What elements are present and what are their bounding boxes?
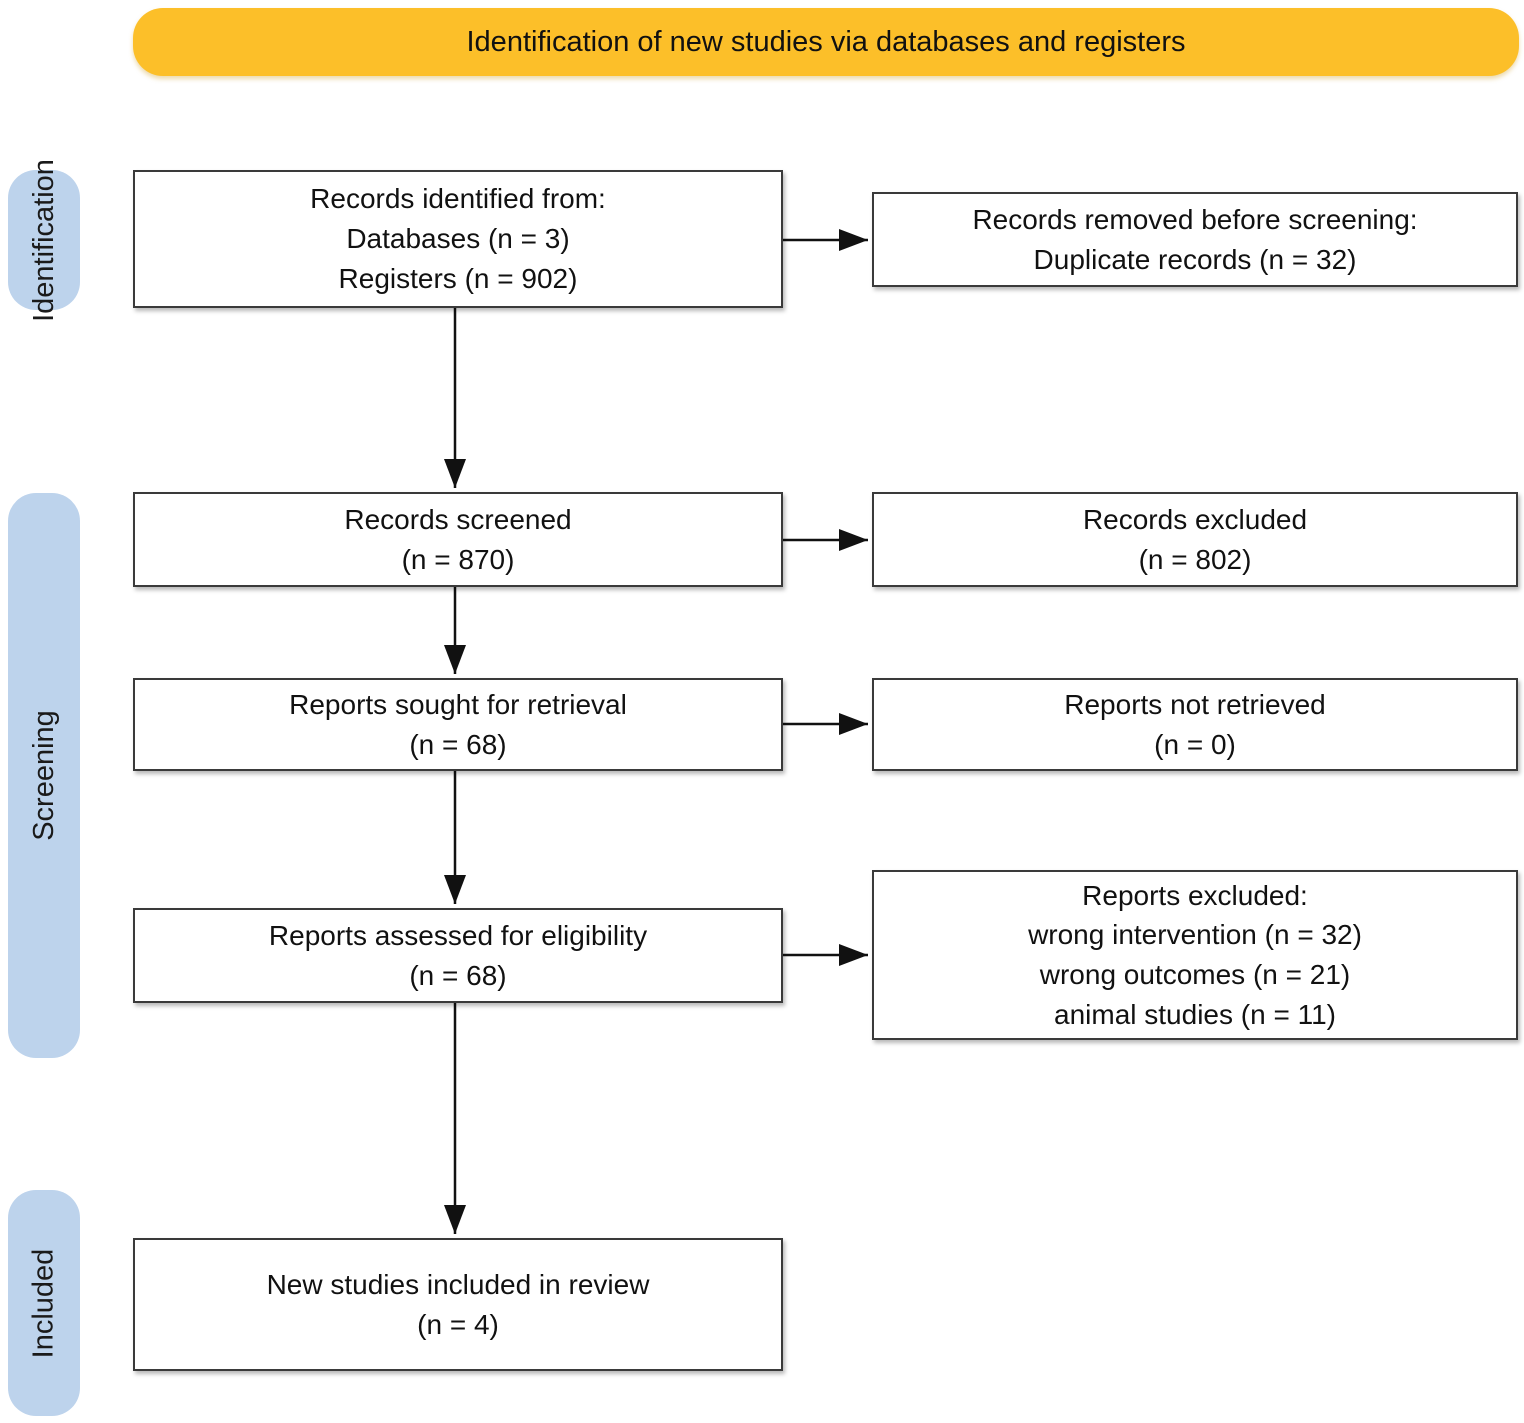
box-line: New studies included in review bbox=[266, 1268, 650, 1300]
box-line: (n = 4) bbox=[417, 1308, 499, 1340]
box-line: Reports excluded: bbox=[1082, 879, 1308, 911]
box-line: (n = 802) bbox=[1138, 543, 1252, 575]
box-new-studies-included: New studies included in review (n = 4) bbox=[133, 1238, 783, 1371]
box-line: Databases (n = 3) bbox=[346, 223, 570, 255]
box-line: (n = 68) bbox=[409, 959, 507, 991]
stage-band-screening: Screening bbox=[8, 493, 80, 1058]
box-line: Records screened bbox=[344, 503, 572, 535]
box-line: animal studies (n = 11) bbox=[1054, 998, 1336, 1030]
box-records-removed: Records removed before screening: Duplic… bbox=[872, 192, 1518, 287]
stage-band-identification: Identification bbox=[8, 159, 80, 321]
box-records-excluded: Records excluded (n = 802) bbox=[872, 492, 1518, 587]
box-line: wrong outcomes (n = 21) bbox=[1039, 959, 1351, 990]
banner-identification-of-new-studies: Identification of new studies via databa… bbox=[133, 8, 1519, 76]
box-line: Reports assessed for eligibility bbox=[268, 919, 648, 951]
box-reports-excluded: Reports excluded: wrong intervention (n … bbox=[872, 870, 1518, 1040]
box-line: Duplicate records (n = 32) bbox=[1033, 243, 1357, 275]
box-line: Reports sought for retrieval bbox=[289, 688, 627, 720]
box-reports-assessed: Reports assessed for eligibility (n = 68… bbox=[133, 908, 783, 1003]
stage-band-included: Included bbox=[8, 1190, 80, 1416]
banner-label: Identification of new studies via databa… bbox=[466, 25, 1186, 58]
box-line: Records excluded bbox=[1082, 503, 1308, 535]
box-records-screened: Records screened (n = 870) bbox=[133, 492, 783, 587]
box-line: Registers (n = 902) bbox=[338, 262, 578, 294]
stage-label-identification: Identification bbox=[27, 158, 60, 322]
stage-label-included: Included bbox=[27, 1248, 60, 1358]
box-line: Records identified from: bbox=[310, 183, 606, 215]
box-reports-not-retrieved: Reports not retrieved (n = 0) bbox=[872, 678, 1518, 771]
box-line: Records removed before screening: bbox=[972, 203, 1418, 235]
box-records-identified: Records identified from: Databases (n = … bbox=[133, 170, 783, 308]
box-line: (n = 870) bbox=[401, 543, 515, 575]
stage-label-screening: Screening bbox=[27, 710, 60, 841]
box-line: wrong intervention (n = 32) bbox=[1028, 919, 1362, 951]
box-line: Reports not retrieved bbox=[1064, 688, 1326, 720]
box-line: (n = 0) bbox=[1154, 728, 1236, 760]
box-line: (n = 68) bbox=[409, 728, 507, 760]
box-reports-sought: Reports sought for retrieval (n = 68) bbox=[133, 678, 783, 771]
